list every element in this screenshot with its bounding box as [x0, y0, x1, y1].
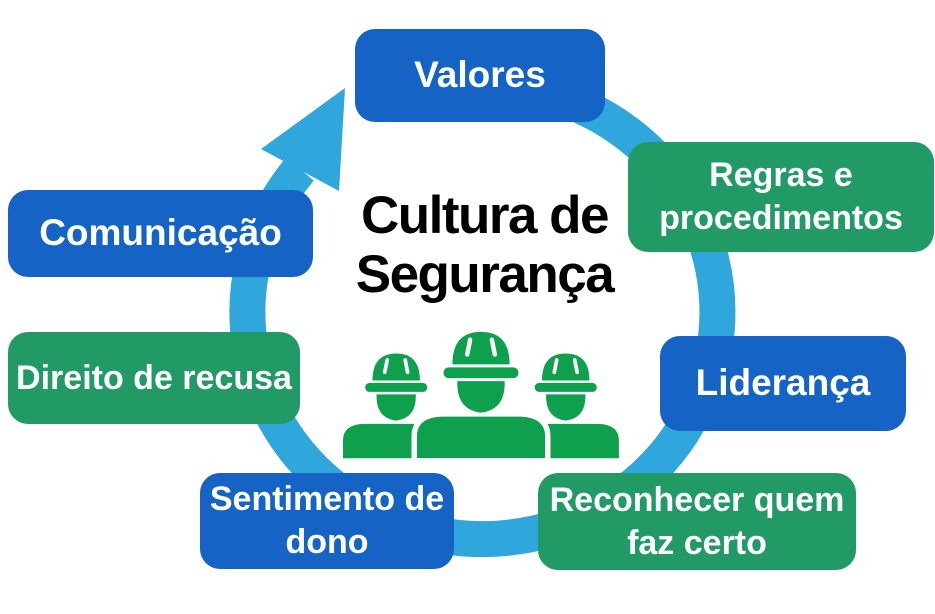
box-valores-label: Valores — [414, 54, 546, 96]
box-lideranca: Liderança — [660, 336, 906, 431]
box-lideranca-label: Liderança — [695, 362, 871, 404]
diagram-title-line2: Segurança — [355, 245, 615, 305]
diagram-title: Cultura de Segurança — [272, 186, 697, 305]
diagram-title-line1: Cultura de — [360, 186, 610, 245]
box-sentimento-de-dono: Sentimento de dono — [200, 473, 454, 569]
box-direito-label: Direito de recusa — [16, 358, 292, 397]
box-regras-e-procedimentos: Regras e procedimentos — [628, 142, 934, 252]
box-sentimento-label: Sentimento de dono — [209, 480, 445, 561]
box-reconhecer-label: Reconhecer quem faz certo — [549, 480, 845, 562]
box-valores: Valores — [355, 29, 605, 122]
workers-hardhats-icon — [343, 326, 619, 459]
box-direito-de-recusa: Direito de recusa — [8, 332, 300, 424]
box-comunicacao: Comunicação — [8, 190, 313, 277]
box-regras-label: Regras e procedimentos — [659, 156, 903, 237]
box-comunicacao-label: Comunicação — [39, 212, 282, 254]
arrow-head-icon — [261, 88, 345, 191]
worker-center-icon — [416, 331, 546, 458]
box-reconhecer-quem-faz-certo: Reconhecer quem faz certo — [538, 473, 856, 570]
